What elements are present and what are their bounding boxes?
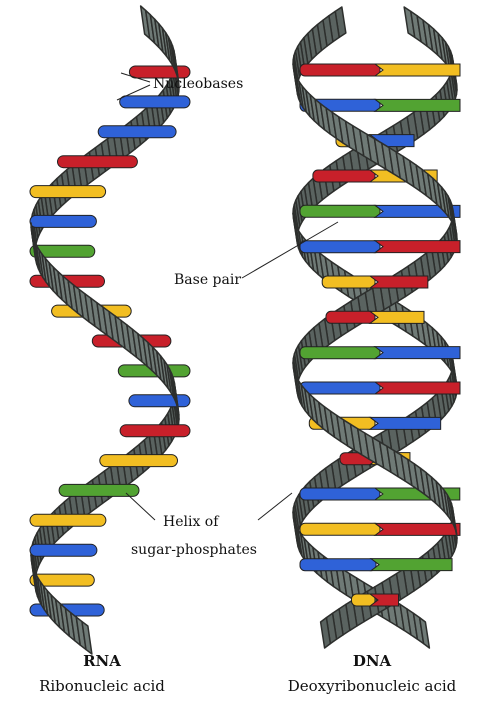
dna-caption-full: Deoxyribonucleic acid [288,677,457,695]
leader-line-helix-rna [126,493,155,520]
dna-base-yellow [370,311,424,323]
rna-nucleobase-blue [98,126,176,138]
rna-nucleobase-yellow [30,186,106,198]
dna-base-red [375,241,460,253]
rna-nucleobase-yellow [100,455,178,467]
rna-nucleobase-blue [30,544,97,556]
dna-base-red [375,382,460,394]
dna-base-blue [300,488,380,500]
dna-base-red [313,170,375,182]
dna-base-blue [370,417,441,429]
label-helix-line1: Helix of [163,514,220,530]
label-base-pair: Base pair [174,272,241,288]
dna-caption-name: DNA [353,652,392,670]
rna-nucleobase-blue [30,215,96,227]
leader-line-helix-dna [258,493,292,520]
dna-base-green [300,347,380,359]
rna-nucleobase-red [58,156,138,168]
label-helix-line2: sugar-phosphates [131,542,257,558]
rna-nucleobase-blue [120,96,190,108]
dna-base-green [371,559,452,571]
rna-caption-full: Ribonucleic acid [39,677,165,695]
dna-base-yellow [352,594,376,606]
dna-base-blue [300,382,380,394]
dna-base-red [375,523,460,535]
dna-base-blue [300,241,380,253]
dna-base-yellow [322,276,375,288]
dna-base-blue [375,347,460,359]
dna-base-yellow [375,64,460,76]
rna-nucleobase-red [120,425,190,437]
dna-base-red [326,311,375,323]
dna-base-yellow [300,523,380,535]
dna-base-green [300,205,380,217]
rna-nucleobase-yellow [30,514,106,526]
dna-base-red [370,276,428,288]
rna-nucleobase-blue [129,395,190,407]
dna-base-red [300,64,380,76]
rna-caption-name: RNA [83,652,121,670]
dna-base-blue [300,559,376,571]
dna-base-green [375,99,460,111]
label-nucleobases: Nucleobases [153,76,243,92]
